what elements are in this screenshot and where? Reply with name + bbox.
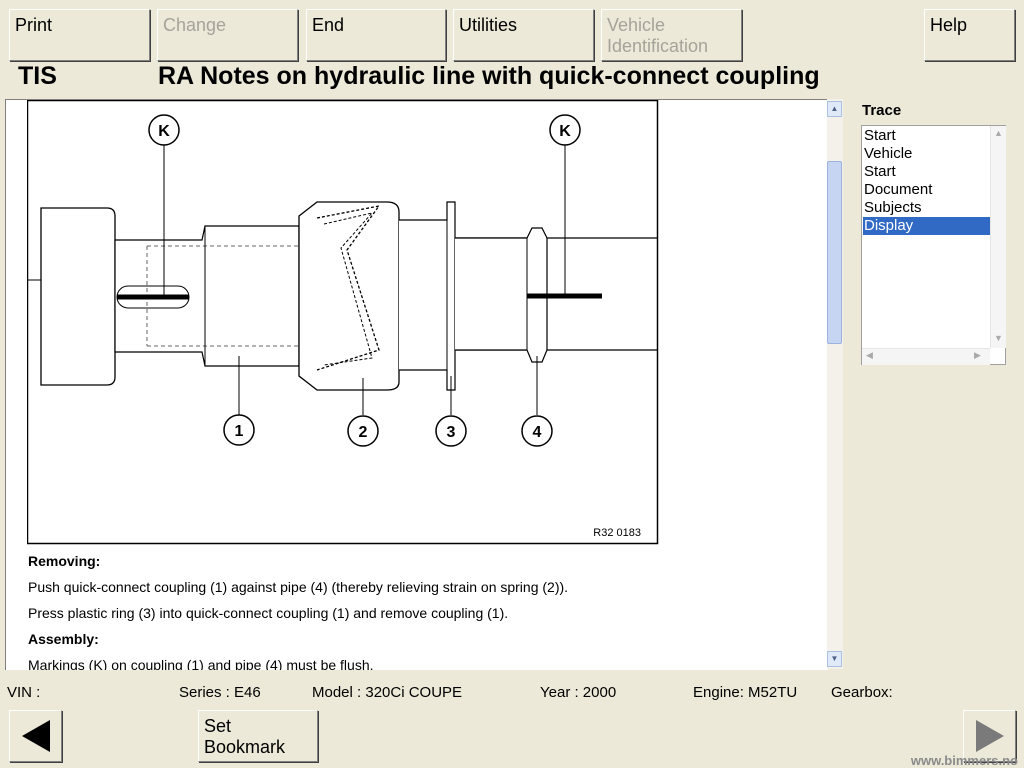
status-series: Series : E46 — [179, 684, 261, 701]
assembly-heading: Assembly: — [28, 631, 99, 647]
trace-item-display[interactable]: Display — [863, 217, 990, 235]
svg-text:K: K — [559, 123, 571, 140]
trace-scroll-right-icon[interactable]: ▶ — [974, 350, 981, 360]
removing-step-2: Press plastic ring (3) into quick-connec… — [28, 605, 509, 621]
trace-item-start[interactable]: Start — [864, 127, 896, 144]
document-scrollbar[interactable]: ▲ ▼ — [827, 99, 843, 669]
trace-label: Trace — [862, 102, 902, 119]
trace-item-vehicle[interactable]: Vehicle — [864, 145, 913, 162]
status-engine: Engine: M52TU — [693, 684, 798, 701]
app-label: TIS — [18, 62, 57, 90]
diagram-reference: R32 0183 — [593, 527, 641, 539]
trace-horizontal-scrollbar[interactable]: ◀ ▶ — [862, 348, 990, 365]
utilities-button[interactable]: Utilities — [453, 9, 594, 61]
page-title: RA Notes on hydraulic line with quick-co… — [158, 62, 820, 90]
watermark: www.bimmers.no — [910, 753, 1018, 768]
vehicle-identification-button[interactable]: Vehicle Identification — [601, 9, 742, 61]
scroll-down-button[interactable]: ▼ — [827, 651, 842, 667]
callout-k-right: K — [549, 114, 581, 146]
status-gearbox: Gearbox: — [831, 684, 893, 701]
callout-1: 1 — [223, 414, 255, 446]
change-button[interactable]: Change — [157, 9, 298, 61]
forward-button[interactable] — [963, 710, 1016, 762]
coupling-diagram: K K 1 2 3 4 R32 0183 — [27, 100, 659, 545]
trace-scroll-up-icon[interactable]: ▲ — [994, 128, 1003, 138]
callout-4: 4 — [521, 415, 553, 447]
assembly-step-1: Markings (K) on coupling (1) and pipe (4… — [28, 657, 374, 670]
print-button[interactable]: Print — [9, 9, 150, 61]
forward-arrow-icon — [976, 720, 1004, 752]
svg-text:3: 3 — [447, 424, 456, 441]
removing-heading: Removing: — [28, 553, 101, 569]
status-year: Year : 2000 — [540, 684, 617, 701]
document-content[interactable]: K K 1 2 3 4 R32 0183 Removing: Push quic… — [5, 99, 828, 670]
svg-text:2: 2 — [359, 424, 368, 441]
callout-2: 2 — [347, 415, 379, 447]
status-vin: VIN : — [7, 684, 41, 701]
trace-item-document[interactable]: Document — [864, 181, 933, 198]
trace-scroll-down-icon[interactable]: ▼ — [994, 333, 1003, 343]
trace-list[interactable]: Start Vehicle Start Document Subjects Di… — [861, 125, 1006, 365]
end-button[interactable]: End — [306, 9, 446, 61]
scroll-up-button[interactable]: ▲ — [827, 101, 842, 117]
back-arrow-icon — [22, 720, 50, 752]
svg-text:K: K — [158, 123, 170, 140]
trace-item-start-2[interactable]: Start — [864, 163, 896, 180]
trace-scroll-left-icon[interactable]: ◀ — [866, 350, 873, 360]
trace-item-subjects[interactable]: Subjects — [864, 199, 922, 216]
help-button[interactable]: Help — [924, 9, 1015, 61]
svg-text:1: 1 — [235, 423, 244, 440]
callout-k-left: K — [148, 114, 180, 146]
scroll-thumb[interactable] — [827, 161, 842, 344]
svg-text:4: 4 — [533, 424, 542, 441]
status-model: Model : 320Ci COUPE — [312, 684, 463, 701]
vehicle-status-bar: VIN : Series : E46 Model : 320Ci COUPE Y… — [0, 678, 1024, 704]
removing-step-1: Push quick-connect coupling (1) against … — [28, 579, 569, 595]
back-button[interactable] — [9, 710, 62, 762]
trace-vertical-scrollbar[interactable]: ▲ ▼ — [990, 126, 1006, 348]
callout-3: 3 — [435, 415, 467, 447]
set-bookmark-button[interactable]: Set Bookmark — [198, 710, 318, 762]
